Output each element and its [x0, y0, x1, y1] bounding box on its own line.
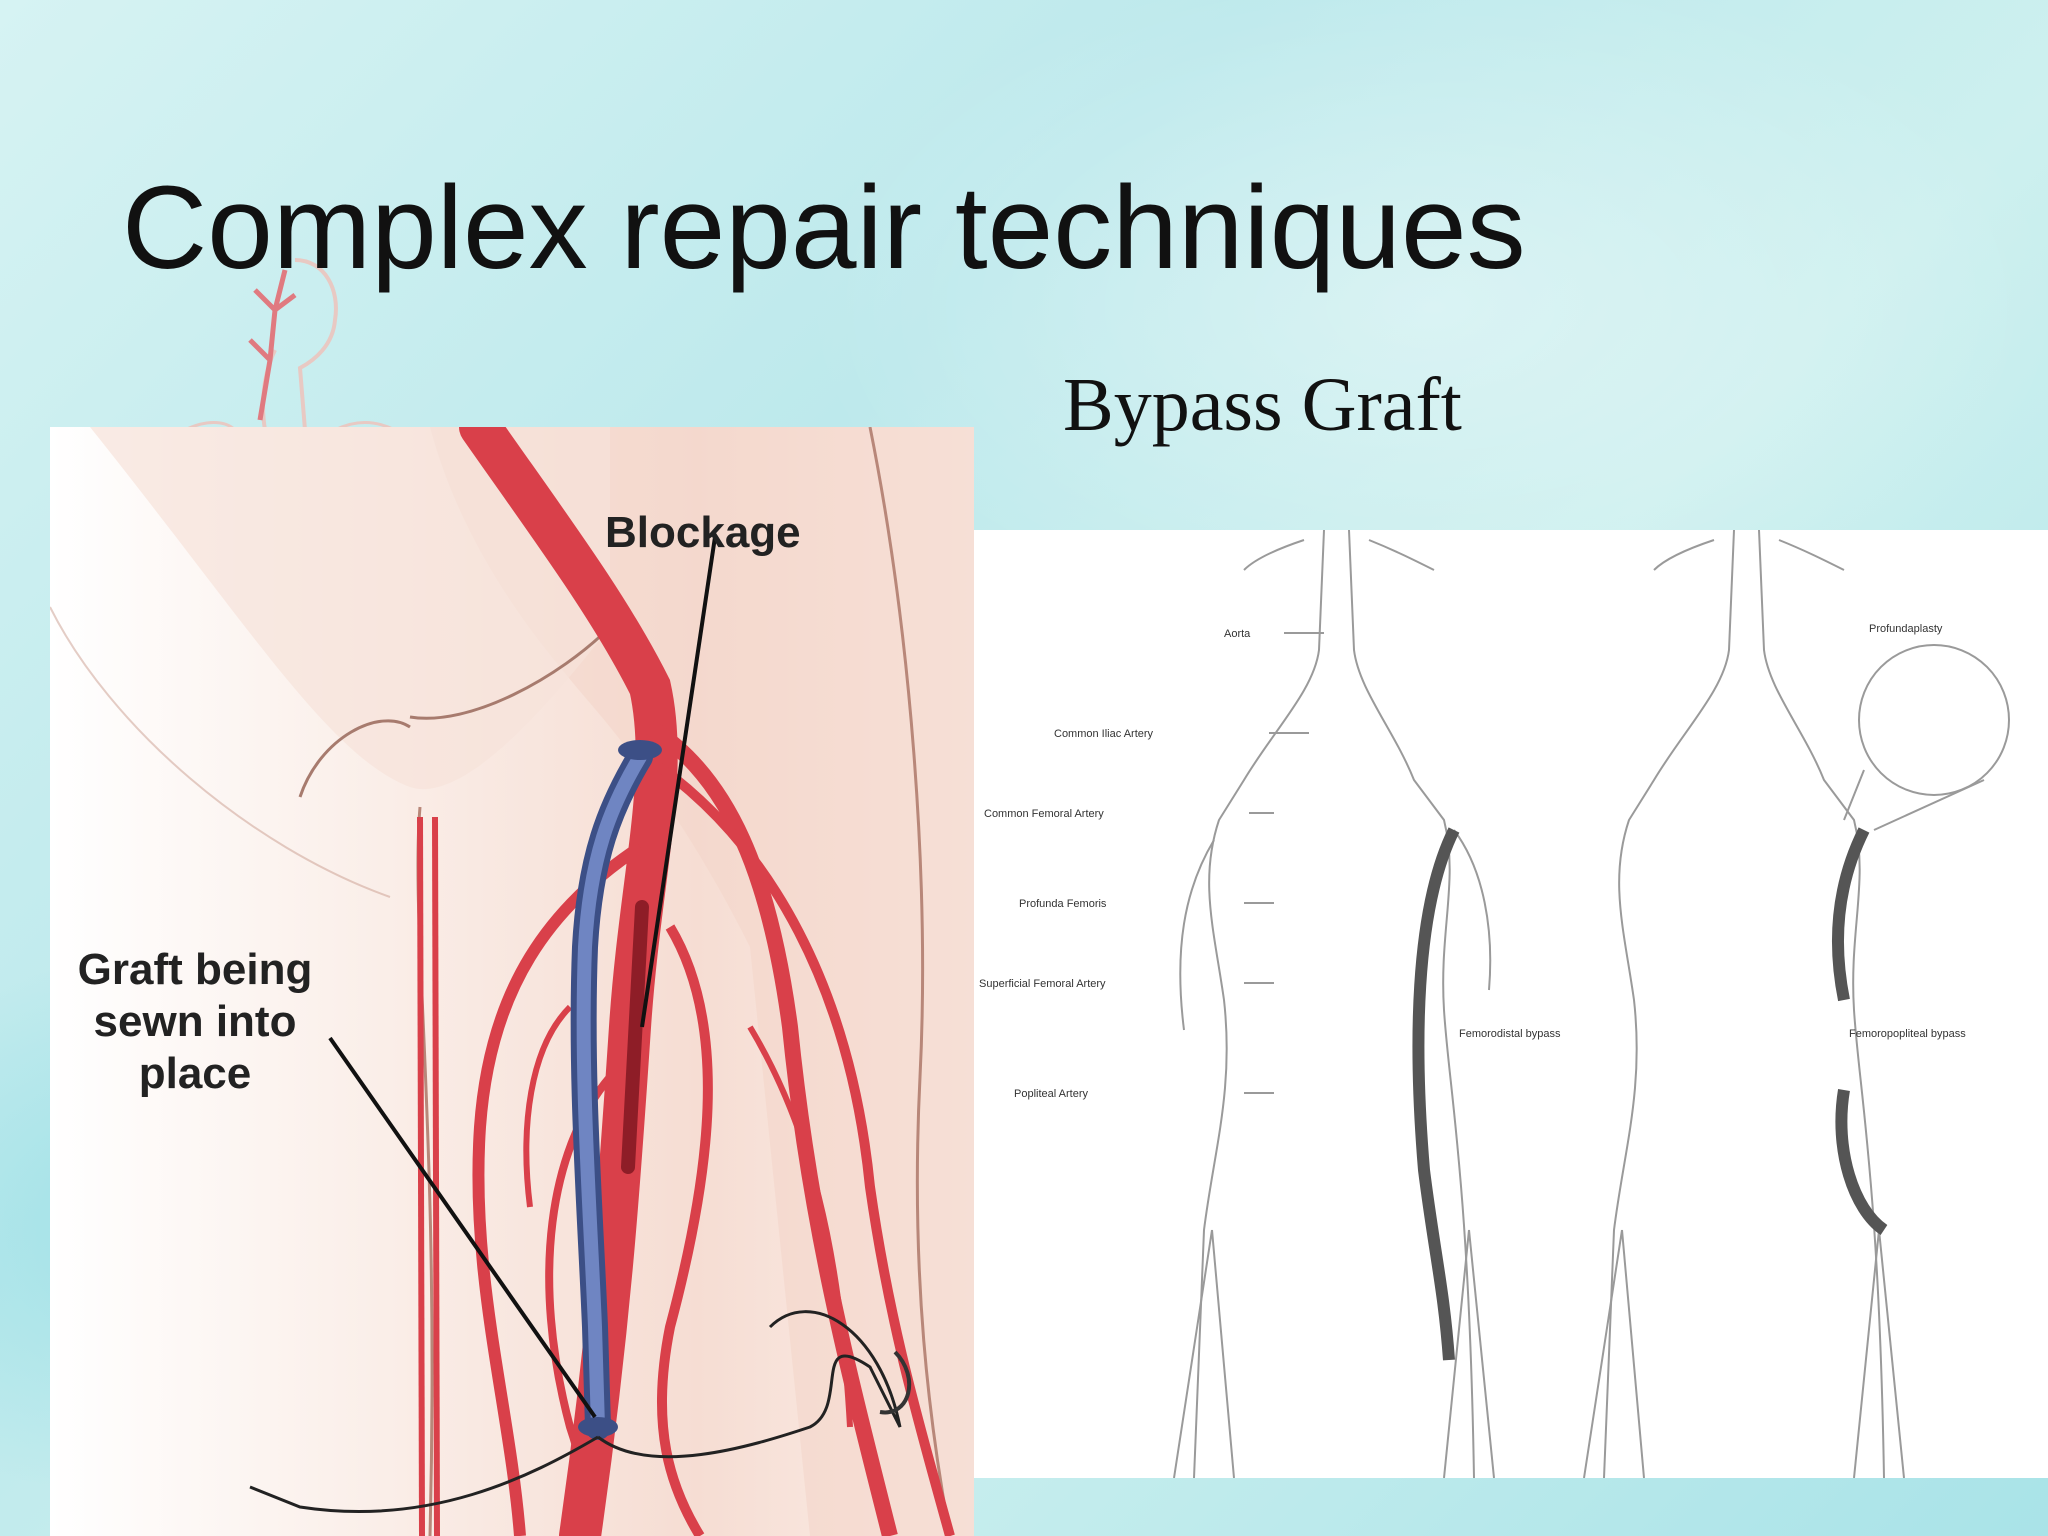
label-common-iliac: Common Iliac Artery: [1054, 728, 1154, 740]
thigh-anatomy-drawing: [50, 427, 974, 1536]
anatomy-watermark-icon: [184, 258, 396, 430]
label-profundaplasty: Profundaplasty: [1869, 623, 1943, 635]
label-femorodistal: Femorodistal bypass: [1459, 1028, 1561, 1040]
blockage-label: Blockage: [605, 508, 801, 557]
label-common-femoral: Common Femoral Artery: [984, 808, 1104, 820]
label-aorta: Aorta: [1224, 628, 1251, 640]
label-superficial-femoral: Superficial Femoral Artery: [979, 978, 1106, 990]
thigh-bypass-illustration: Blockage Graft being sewn into place: [50, 427, 974, 1536]
label-profunda: Profunda Femoris: [1019, 898, 1107, 910]
label-popliteal: Popliteal Artery: [1014, 1088, 1088, 1100]
bypass-diagram: Aorta Common Iliac Artery Common Femoral…: [974, 530, 2048, 1478]
slide-title: Complex repair techniques: [122, 162, 1526, 294]
graft-label: Graft being sewn into place: [77, 945, 313, 1098]
label-femoropopliteal: Femoropopliteal bypass: [1849, 1028, 1966, 1040]
arterial-tree-drawing: Aorta Common Iliac Artery Common Femoral…: [979, 530, 2010, 1478]
slide-subtitle: Bypass Graft: [1063, 363, 1462, 447]
